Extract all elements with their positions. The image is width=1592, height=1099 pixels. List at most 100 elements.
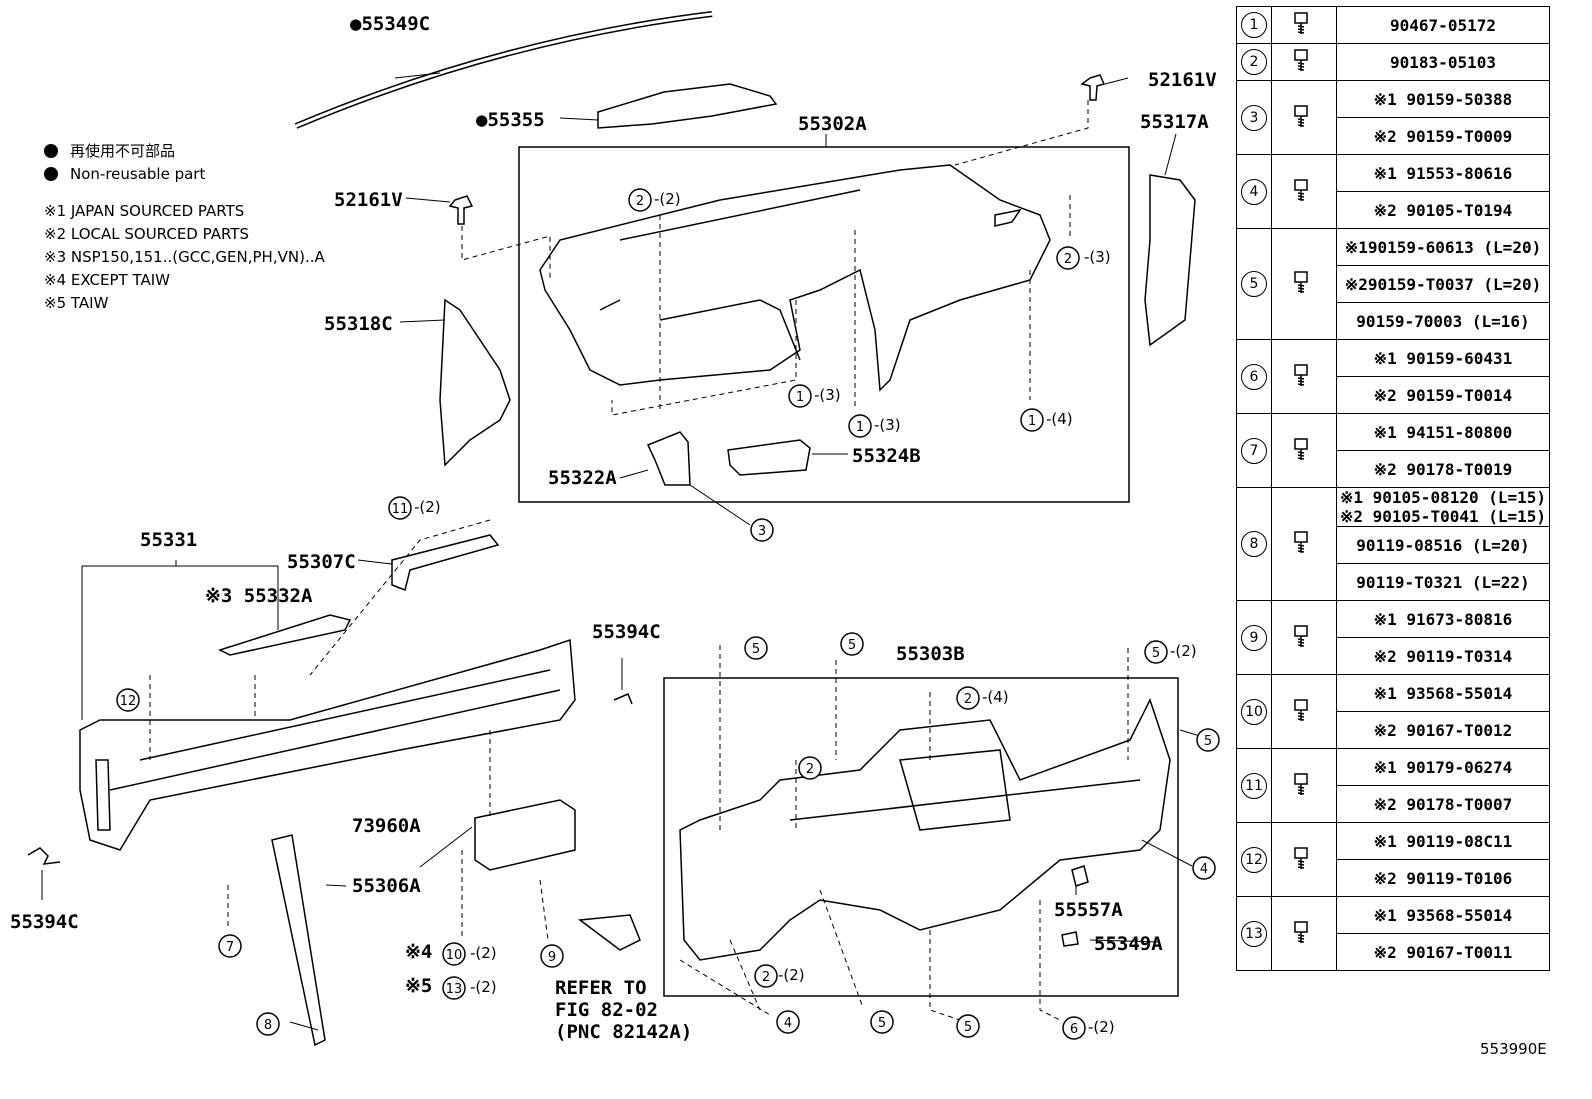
item-number: 8	[1241, 531, 1267, 557]
brace-55306a	[271, 834, 326, 1047]
label-c2-2: -(2)	[654, 190, 681, 208]
label-c10-2: -(2)	[470, 944, 497, 962]
legend: 再使用不可部品 Non-reusable part ※1 JAPAN SOURC…	[44, 140, 325, 315]
callout-7: 7	[218, 934, 242, 958]
callout-5: 5	[744, 636, 768, 660]
label-l55349a: 55349A	[1094, 933, 1163, 955]
callout-5: 5	[840, 632, 864, 656]
label-refer1: REFER TO	[555, 977, 647, 999]
label-l55324b: 55324B	[852, 445, 921, 467]
item-number: 6	[1241, 363, 1267, 390]
parts-row: 11※1 90179-06274	[1236, 748, 1550, 823]
parts-row: ※2 90159-T0009	[1237, 117, 1550, 155]
screw-icon	[1271, 822, 1337, 897]
note-3: ※3 NSP150,151..(GCC,GEN,PH,VN)..A	[44, 248, 325, 266]
bracket-55322a	[646, 431, 691, 486]
svg-text:1: 1	[796, 390, 804, 405]
part-number: ※1 90159-50388	[1336, 80, 1550, 118]
side-cover-55318c	[439, 298, 511, 467]
callout-5: 5	[956, 1014, 980, 1038]
callout-2: 2	[798, 756, 822, 780]
callout-2: 2	[628, 188, 652, 212]
part-number: ※2 90105-T0194	[1336, 191, 1550, 229]
label-l55322a: 55322A	[548, 467, 617, 489]
svg-text:4: 4	[784, 1016, 792, 1031]
label-c6-2: -(2)	[1088, 1018, 1115, 1036]
parts-row: ※290159-T0037 (L=20)	[1237, 265, 1550, 303]
part-number: 90467-05172	[1336, 6, 1550, 44]
callout-5: 5	[1196, 728, 1220, 752]
label-refer3: (PNC 82142A)	[555, 1021, 692, 1043]
parts-row: 90159-70003 (L=16)	[1237, 302, 1550, 340]
item-number: 9	[1241, 624, 1267, 651]
pad-55355	[597, 83, 778, 129]
svg-text:6: 6	[1070, 1022, 1078, 1037]
svg-text:11: 11	[392, 502, 409, 517]
part-number: ※2 90178-T0007	[1336, 785, 1550, 823]
label-l52161v-top: 52161V	[1148, 69, 1217, 91]
box-55303b	[663, 677, 1179, 997]
callout-11: 11	[388, 496, 412, 520]
svg-text:5: 5	[1152, 646, 1160, 661]
label-c1-3b: -(3)	[874, 416, 901, 434]
parts-row: ※2 90178-T0019	[1237, 450, 1550, 488]
screw-icon	[1271, 674, 1337, 749]
screw-icon	[1271, 600, 1337, 675]
label-l55394c-r: 55394C	[592, 621, 661, 643]
item-number: 11	[1241, 772, 1267, 799]
callout-6: 6	[1062, 1016, 1086, 1040]
parts-row: ※2 90178-T0007	[1237, 785, 1550, 823]
part-number: 90119-08516 (L=20)	[1336, 526, 1550, 564]
svg-text:1: 1	[1028, 414, 1036, 429]
part-number: ※2 90159-T0009	[1336, 117, 1550, 155]
item-number: 2	[1241, 49, 1267, 75]
nut-icon	[1271, 413, 1337, 488]
label-l55331: 55331	[140, 529, 197, 551]
callout-1: 1	[848, 414, 872, 438]
part-number: ※1 91673-80816	[1336, 600, 1550, 638]
label-55349a	[1061, 931, 1079, 947]
label-c2-4: -(4)	[982, 688, 1009, 706]
svg-text:5: 5	[1204, 734, 1212, 749]
svg-text:2: 2	[1064, 252, 1072, 267]
label-note5: ※5	[405, 975, 432, 997]
svg-text:4: 4	[1200, 862, 1208, 877]
diagram-code: 553990E	[1480, 1040, 1547, 1058]
vent-55324b	[727, 439, 811, 476]
parts-row: 3 ※1 90159-50388	[1236, 80, 1550, 155]
parts-row: ※2 90105-T0194	[1237, 191, 1550, 229]
item-number: 3	[1241, 104, 1267, 131]
label-c1-4: -(4)	[1046, 410, 1073, 428]
label-l55355: ●55355	[476, 109, 545, 131]
bracket-55307c	[391, 534, 500, 592]
part-number: 90183-05103	[1336, 43, 1550, 81]
svg-text:2: 2	[762, 970, 770, 985]
frame-55303b	[679, 698, 1171, 961]
svg-text:10: 10	[446, 948, 463, 963]
note-2: ※2 LOCAL SOURCED PARTS	[44, 225, 249, 243]
note-1: ※1 JAPAN SOURCED PARTS	[44, 202, 245, 220]
callout-2: 2	[956, 686, 980, 710]
callout-10: 10	[442, 942, 466, 966]
screw-icon	[1271, 339, 1337, 414]
part-number: ※1 90159-60431	[1336, 339, 1550, 377]
callout-9: 9	[540, 944, 564, 968]
bolt-55394c	[27, 693, 633, 865]
item-number: 7	[1241, 437, 1267, 464]
label-l55318c: 55318C	[324, 313, 393, 335]
part-number: 90119-T0321 (L=22)	[1336, 563, 1550, 601]
label-c11-2: -(2)	[414, 498, 441, 516]
box-55302a	[518, 146, 1130, 503]
parts-row: 90119-08516 (L=20)	[1237, 526, 1550, 564]
parts-row: 8※1 90105-08120 (L=15) ※2 90105-T0041 (L…	[1236, 487, 1550, 601]
label-l55302a: 55302A	[798, 113, 867, 135]
label-c2-2b: -(2)	[778, 966, 805, 984]
part-number: ※2 90119-T0106	[1336, 859, 1550, 897]
nut-clip-icon	[1271, 43, 1337, 81]
label-l55332a: ※3 55332A	[205, 585, 313, 607]
pad-55332a	[218, 614, 352, 656]
fastener-52161v-top	[1080, 74, 1106, 101]
parts-row: ※2 90119-T0106	[1237, 859, 1550, 897]
bullet-icon	[44, 144, 58, 158]
part-number: 90159-70003 (L=16)	[1336, 302, 1550, 340]
